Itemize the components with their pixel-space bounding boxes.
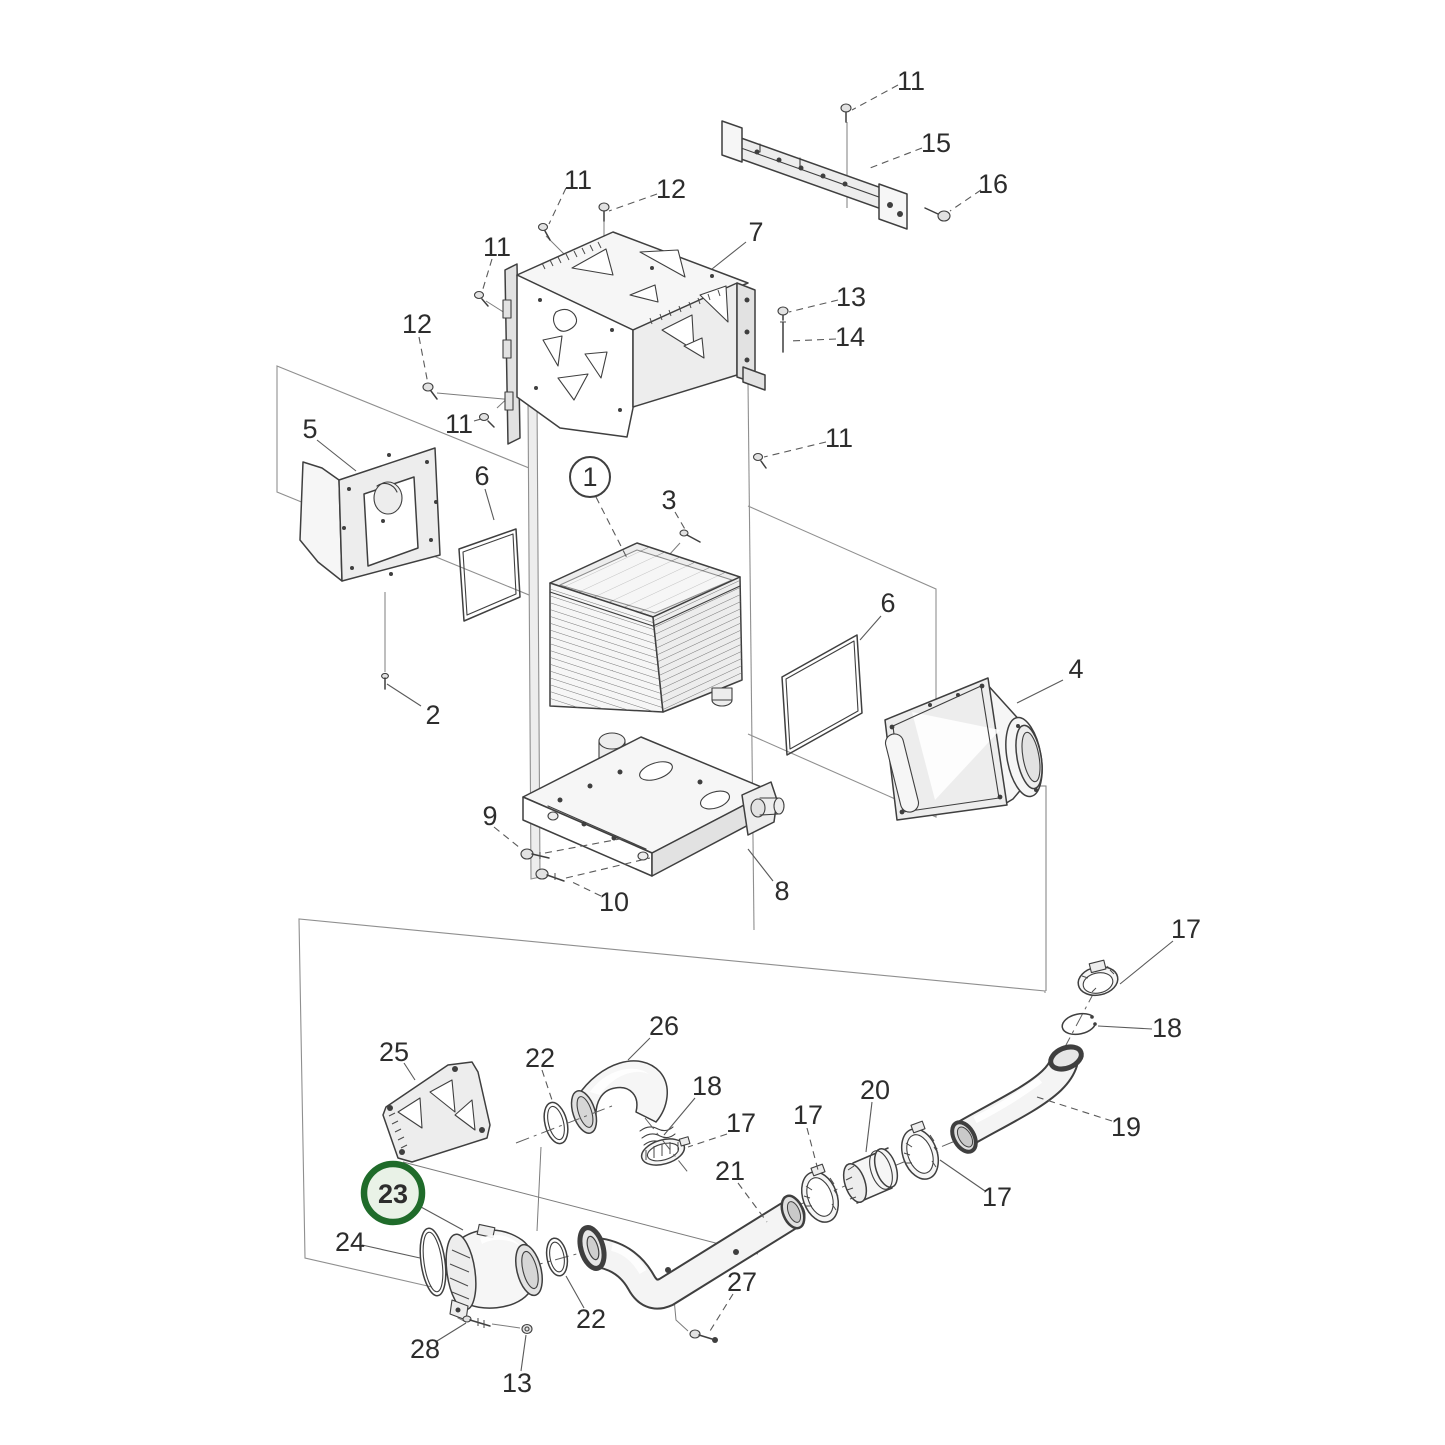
plane-lower [298,918,1046,1288]
bolt-11-top-right [840,103,852,123]
bolt-11-e [752,452,767,469]
callout-17: 17 [982,1182,1012,1212]
part-6-gasket-left [458,528,521,622]
part-17-clamp-under-26 [640,1136,691,1166]
callout-15: 15 [921,128,951,158]
callout-11: 11 [445,409,473,439]
callout-1: 1 [582,462,597,492]
callout-21: 21 [715,1156,745,1186]
highlight-ring[interactable] [360,1160,426,1226]
callout-1-circled: 1 [569,456,611,498]
part-22-oring-lower [545,1237,569,1277]
callout-18: 18 [1152,1013,1182,1043]
callout-5: 5 [302,414,317,444]
bolt-12-left [422,382,438,400]
callout-23-highlight[interactable]: 23 [360,1160,426,1226]
part-19-curved-pipe [950,1044,1084,1154]
bolt-13-top [777,306,789,321]
part-6-gasket-right [781,634,863,756]
nut-13-bottom [521,1323,533,1335]
callout-12: 12 [656,174,686,204]
callout-14: 14 [835,322,865,352]
callout-24: 24 [335,1227,365,1257]
callout-7: 7 [748,217,763,247]
leader-lines [316,84,1174,1372]
part-20-hose-sleeve [842,1147,899,1204]
callout-17: 17 [726,1108,756,1138]
part-5-inlet-housing [299,447,441,582]
part-18-snap-ring-top-right [1061,1012,1100,1036]
part-24-oring [419,1227,447,1297]
callout-26: 26 [649,1011,679,1041]
callout-13: 13 [836,282,866,312]
callout-2: 2 [425,700,440,730]
pin-14 [780,321,786,353]
part-22-oring-upper [543,1101,569,1145]
callout-22: 22 [525,1043,555,1073]
callout-22: 22 [576,1304,606,1334]
bolt-16 [924,207,951,222]
part-15-support-bar [721,120,908,230]
part-8-base-plate [522,732,785,877]
callout-8: 8 [774,876,789,906]
screw-3 [679,529,701,543]
callout-11: 11 [564,165,592,195]
callout-18: 18 [692,1071,722,1101]
bolt-11-c [473,290,489,307]
callout-23[interactable]: 23 [378,1179,408,1209]
callout-25: 25 [379,1037,409,1067]
part-17-clamp-top-right [1077,959,1119,997]
callout-12: 12 [402,309,432,339]
callout-6: 6 [880,588,895,618]
part-17-clamp-lower-left [800,1163,840,1223]
bolt-11-b [537,222,551,241]
callout-10: 10 [599,887,629,917]
callout-19: 19 [1111,1112,1141,1142]
part-1-intercooler-core [549,542,743,713]
callout-11: 11 [825,423,853,453]
callout-16: 16 [978,169,1008,199]
callout-20: 20 [860,1075,890,1105]
part-17-clamp-lower-right [900,1120,940,1180]
callout-28: 28 [410,1334,440,1364]
bolt-12-top [598,202,610,222]
part-21-s-pipe [577,1194,806,1310]
callout-11: 11 [483,232,511,262]
callout-11: 11 [897,66,925,96]
callout-17: 17 [793,1100,823,1130]
part-25-bracket [382,1061,491,1163]
callout-4: 4 [1068,654,1083,684]
bolt-27 [689,1329,718,1343]
callout-6: 6 [474,461,489,491]
bolt-11-d [478,412,495,428]
callout-9: 9 [482,801,497,831]
fasteners [422,103,951,1343]
plane-center-right-edge [747,381,755,931]
callout-27: 27 [727,1267,757,1297]
callout-13: 13 [502,1368,532,1398]
callout-labels: 11 15 16 12 11 7 13 14 11 12 11 11 5 6 3… [302,66,1201,1398]
part-26-elbow [570,1060,668,1134]
callout-17: 17 [1171,914,1201,944]
stud-28 [462,1315,491,1328]
callout-3: 3 [661,485,676,515]
bolt-10 [535,868,565,882]
part-7-upper-frame [502,231,766,445]
part-2-pin [381,672,389,690]
part-23-elbow [445,1223,543,1321]
frame-hatch [541,241,721,325]
part-4-outlet-duct [884,677,1043,821]
bolt-9 [520,848,550,860]
